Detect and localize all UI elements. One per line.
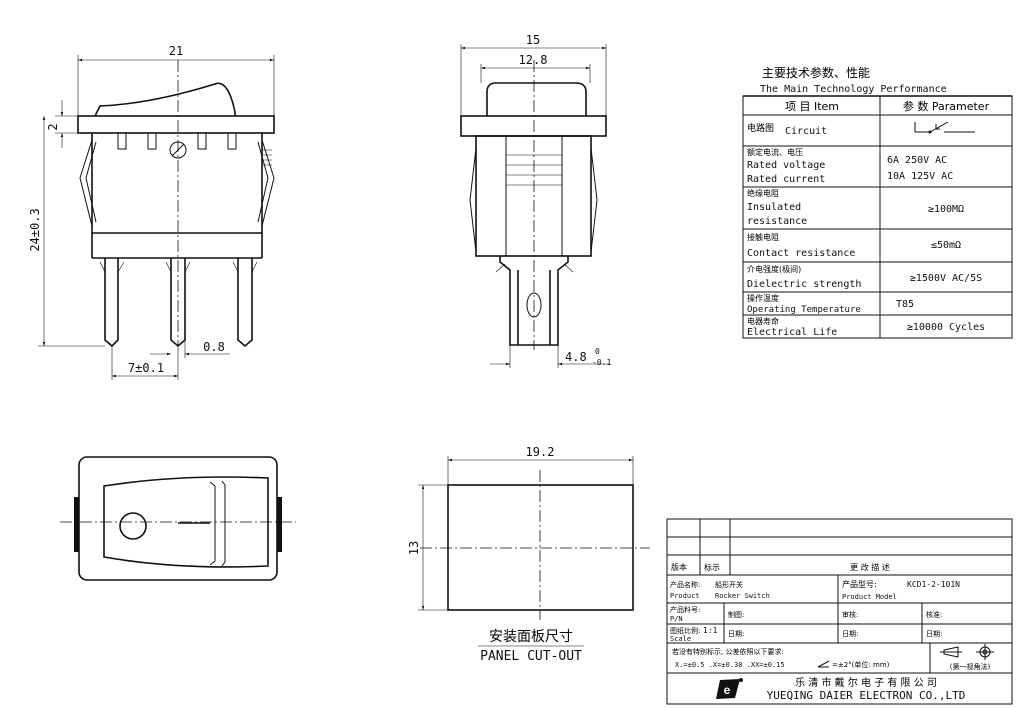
spec-row-cn: 额定电流、电压 [747,147,803,157]
spec-row-value: ≥100MΩ [928,204,964,215]
spec-row-en2: Rated current [747,174,825,185]
first-angle-projection-icon [940,644,994,660]
spec-header-item: 项 目 Item [785,100,839,113]
tb-model-value: KCD1-2-101N [907,580,960,589]
tb-tolerance-note: 若没有特别标示, 公差依照以下要求: [672,647,784,656]
tb-date3: 日期: [926,630,942,638]
spec-row-cn: 操作温度 [747,293,779,303]
tb-product-name-label-en: Product [670,592,700,600]
spec-row-en2: resistance [747,216,807,227]
tb-product-name-label: 产品名称: [670,580,700,589]
spec-row-cn: 电路图 [747,122,774,134]
spec-row-value: ≥10000 Cycles [907,322,985,333]
dim-side-height: 24±0.3 [28,208,42,251]
title-block: 版本 标示 更 改 描 述 产品名称: Product 船形开关 Rocker … [666,518,1013,705]
cutout-rect [447,484,634,611]
side-flange [77,115,275,134]
tb-model-label-en: Product Model [842,593,897,601]
dim-cutout-height: 13 [407,541,421,555]
dim-front-tab-tol-bottom: -0.1 [592,358,611,367]
dim-side-width: 21 [169,44,183,58]
tb-drawn: 制图: [728,610,744,619]
spec-row-value: 6A 250V AC [887,155,947,166]
spec-row-value: ≥1500V AC/5S [910,273,982,284]
spec-row-en: Rated voltage [747,160,825,171]
spec-row-en: Operating Temperature [747,305,861,315]
cutout-caption-en: PANEL CUT-OUT [480,649,582,664]
dim-front-rocker: 12.8 [519,53,548,67]
tb-scale-label: 图纸比例: [670,626,700,635]
off-symbol-icon [119,512,147,540]
tb-pn-label: 产品料号: [670,605,700,614]
company-logo-icon: e [716,678,743,699]
spec-header-param: 参 数 Parameter [903,99,990,113]
spec-row-value2: 10A 125V AC [887,171,953,182]
dim-side-pitch: 7±0.1 [128,361,164,375]
tb-date2: 日期: [842,630,858,638]
tb-scale-label-en: Scale [670,635,691,643]
tb-date1: 日期: [728,630,744,638]
front-flange [460,115,607,137]
spec-row-value: ≤50mΩ [931,240,961,251]
tb-pn-label-en: P/N [670,615,683,623]
tb-model-label: 产品型号: [842,579,877,589]
spec-title-cn: 主要技术参数、性能 [762,65,870,80]
tb-product-name-value-en: Rocker Switch [715,592,770,600]
spec-row-value: T85 [896,299,914,310]
dim-front-tab: 4.8 [565,350,587,364]
spec-row-cn: 电器寿命 [747,316,779,326]
circuit-symbol-icon [914,121,975,134]
angle-icon [817,660,830,668]
dim-front-tab-tol-top: 0 [595,347,600,356]
tb-scale-value: 1:1 [703,626,718,635]
top-view [60,456,296,581]
spec-table: 主要技术参数、性能 The Main Technology Performanc… [742,65,1013,339]
dim-side-pin: 0.8 [203,340,225,354]
side-view: 21 2 24±0.3 7±0.1 0.8 [28,44,275,380]
spec-row-en: Contact resistance [747,248,855,259]
spec-row-cn: 绝缘电阻 [747,188,779,198]
dim-cutout-width: 19.2 [526,445,555,459]
spec-title-en: The Main Technology Performance [760,84,947,95]
tb-approved: 核准: [926,610,942,619]
tb-checked: 审核: [842,610,858,619]
front-view: 15 12.8 4.8 0 -0.1 [460,33,611,368]
spec-row-en: Electrical Life [747,327,837,338]
dim-side-top: 2 [46,123,60,130]
tb-product-name-value: 船形开关 [715,580,743,589]
tb-company-en: YUEQING DAIER ELECTRON CO.,LTD [767,689,966,702]
tb-angle-tol: =±2°(单位: mm) [832,660,890,669]
front-rocker [486,82,587,116]
spec-row-cn: 接触电阻 [747,232,779,242]
cutout-view: 19.2 13 安装面板尺寸 PANEL CUT-OUT [407,445,650,664]
tb-mark: 标示 [704,562,720,572]
side-rocker [94,82,236,117]
spec-row-en: Insulated [747,202,801,213]
tb-tolerance-values: X.=±0.5 .X=±0.30 .XX=±0.15 [675,661,785,669]
dim-front-width: 15 [526,33,540,47]
spec-row-en: Circuit [785,126,827,137]
spec-row-en: Dielectric strength [747,279,861,290]
tb-change-desc: 更 改 描 述 [850,562,890,572]
top-bezel [78,456,278,581]
spec-row-cn: 介电强度(极间) [747,264,801,274]
tb-projection: (第一视角法) [950,662,991,671]
tb-rev: 版本 [671,562,687,572]
svg-text:e: e [724,683,731,697]
cutout-caption-cn: 安装面板尺寸 [489,629,573,645]
tb-company-cn: 乐 清 市 戴 尔 电 子 有 限 公 司 [795,676,937,689]
